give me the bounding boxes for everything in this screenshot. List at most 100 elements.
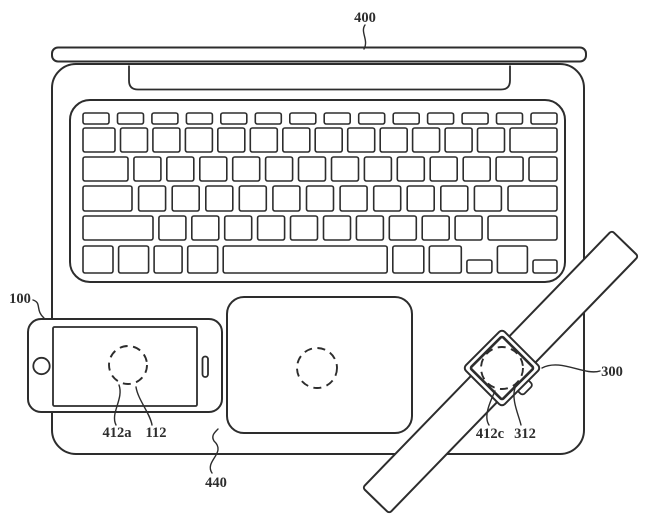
leader-440 bbox=[209, 428, 219, 474]
keyboard-key bbox=[289, 215, 319, 241]
keyboard-key bbox=[137, 185, 167, 212]
keyboard-key bbox=[495, 112, 524, 125]
keyboard-key bbox=[357, 112, 386, 125]
keyboard-key bbox=[346, 127, 376, 153]
keyboard-key bbox=[444, 127, 473, 153]
keyboard-key bbox=[249, 127, 279, 153]
keyboard-key bbox=[264, 156, 294, 182]
phone-screen bbox=[52, 326, 198, 407]
keyboard-key bbox=[314, 127, 344, 153]
keyboard-key bbox=[272, 185, 301, 212]
keyboard-key bbox=[323, 112, 352, 125]
keyboard-key bbox=[254, 112, 283, 125]
keyboard-key bbox=[171, 185, 200, 212]
keyboard-key bbox=[466, 259, 493, 274]
keyboard-key bbox=[372, 185, 402, 212]
leader-312 bbox=[513, 387, 522, 426]
keyboard-key bbox=[217, 127, 246, 153]
keyboard-key bbox=[339, 185, 368, 212]
keyboard-key bbox=[454, 215, 483, 241]
keyboard-key bbox=[82, 156, 129, 182]
ref-label-412c: 412c bbox=[476, 426, 505, 442]
keyboard-key bbox=[379, 127, 409, 153]
keyboard-key bbox=[528, 156, 558, 182]
ref-label-312: 312 bbox=[514, 426, 536, 442]
keyboard-key bbox=[461, 112, 489, 125]
keyboard-key bbox=[507, 185, 558, 212]
keyboard-key bbox=[363, 156, 393, 182]
keyboard-key bbox=[82, 215, 154, 241]
keyboard-key bbox=[281, 127, 311, 153]
watch-coil-dashed-circle bbox=[480, 346, 524, 390]
keyboard-key bbox=[256, 215, 286, 241]
keyboard-key bbox=[411, 127, 441, 153]
keyboard-key bbox=[428, 245, 463, 274]
keyboard-key bbox=[509, 127, 558, 153]
laptop-hinge-recess bbox=[128, 65, 511, 91]
keyboard-key bbox=[186, 245, 219, 274]
phone bbox=[27, 318, 223, 413]
leader-100 bbox=[32, 299, 45, 319]
keyboard-key bbox=[82, 185, 133, 212]
ref-label-412a: 412a bbox=[103, 425, 133, 441]
keyboard-key bbox=[152, 127, 181, 153]
keyboard-key bbox=[355, 215, 385, 241]
laptop-lid-edge bbox=[51, 46, 587, 63]
keyboard-key bbox=[476, 127, 506, 153]
keyboard-key bbox=[231, 156, 261, 182]
keyboard-key bbox=[119, 127, 149, 153]
keyboard-key bbox=[116, 112, 145, 125]
keyboard-key bbox=[222, 245, 388, 274]
leader-412a bbox=[113, 384, 121, 426]
keyboard-key bbox=[82, 127, 116, 153]
leader-300 bbox=[541, 364, 601, 373]
ref-label-440: 440 bbox=[205, 475, 227, 491]
keyboard-key bbox=[473, 185, 503, 212]
keyboard-key bbox=[495, 156, 524, 182]
keyboard-key bbox=[184, 127, 214, 153]
keyboard-key bbox=[158, 215, 187, 241]
keyboard-key bbox=[388, 215, 418, 241]
keyboard-key bbox=[223, 215, 253, 241]
leader-412c bbox=[486, 390, 496, 426]
keyboard-key bbox=[392, 112, 421, 125]
annotations: 400 100 412a 112 440 412c 312 300 bbox=[9, 10, 623, 491]
keyboard-key bbox=[426, 112, 455, 125]
keyboard-key bbox=[185, 112, 214, 125]
keyboard-key bbox=[238, 185, 268, 212]
keyboard-key bbox=[199, 156, 228, 182]
keyboard-key bbox=[82, 245, 114, 274]
trackpad bbox=[226, 296, 413, 434]
keyboard-key bbox=[153, 245, 183, 274]
leader-400 bbox=[362, 24, 367, 50]
keyboard-key bbox=[406, 185, 436, 212]
keyboard-key bbox=[191, 215, 220, 241]
keyboard-key bbox=[117, 245, 150, 274]
ref-label-300: 300 bbox=[601, 364, 623, 380]
ref-label-112: 112 bbox=[146, 425, 167, 441]
leader-112 bbox=[135, 386, 153, 426]
keyboard-key bbox=[288, 112, 317, 125]
phone-coil-dashed-circle bbox=[108, 345, 148, 385]
keyboard-key bbox=[330, 156, 360, 182]
phone-home-button bbox=[32, 356, 51, 376]
keyboard-key bbox=[166, 156, 195, 182]
keyboard-key bbox=[532, 259, 558, 274]
phone-earpiece bbox=[201, 355, 209, 378]
ref-label-100: 100 bbox=[9, 291, 31, 307]
keyboard-key bbox=[205, 185, 234, 212]
keyboard-key bbox=[530, 112, 558, 125]
keyboard-key bbox=[391, 245, 425, 274]
keyboard-key bbox=[487, 215, 558, 241]
keyboard-key bbox=[133, 156, 162, 182]
keyboard-key bbox=[220, 112, 248, 125]
ref-label-400: 400 bbox=[354, 10, 376, 26]
keyboard-key bbox=[421, 215, 451, 241]
keyboard-key bbox=[439, 185, 469, 212]
keyboard-key bbox=[151, 112, 179, 125]
keyboard-key bbox=[396, 156, 426, 182]
keyboard-key bbox=[322, 215, 352, 241]
keyboard-key bbox=[82, 112, 110, 125]
keyboard-key bbox=[305, 185, 335, 212]
